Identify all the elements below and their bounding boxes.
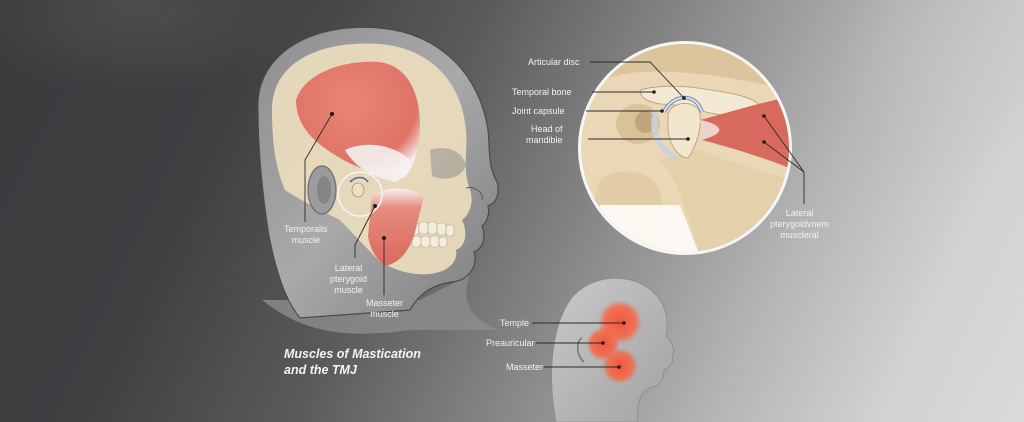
label-tmj-lateral-pterygoid: Lateral pterygoidvnem muscleral [770, 208, 830, 240]
label-temple: Temple [500, 318, 530, 328]
label-articular-disc: Articular disc [528, 57, 580, 67]
label-preauricular: Preauricular [486, 338, 535, 348]
label-temporalis-muscle: Temporalis muscle [284, 224, 328, 245]
main-head-illustration [257, 26, 500, 334]
label-masseter: Masseter [506, 362, 544, 372]
label-lateral-pterygoid-muscle: Lateral pterygoid muscle [330, 263, 368, 295]
figure-title: Muscles of Mastication and the TMJ [284, 347, 421, 377]
label-head-of-mandible: Head of mandible [526, 124, 563, 145]
pain-head-illustration [532, 277, 674, 422]
tmj-inset-illustration [578, 41, 805, 255]
label-joint-capsule: Joint capsule [512, 106, 565, 116]
label-temporal-bone: Temporal bone [512, 87, 572, 97]
label-masseter-muscle: Masseter muscle [366, 298, 404, 319]
